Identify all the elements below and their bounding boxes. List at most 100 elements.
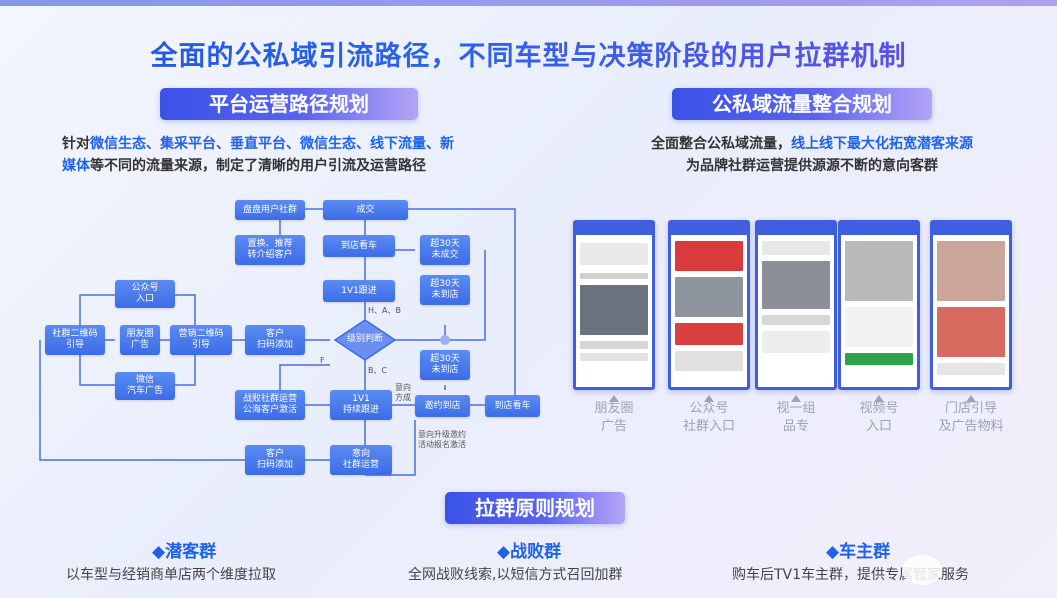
left-desc-highlight: 微信生态、集采平台、垂直平台、微信生态、线下流量、新 (90, 136, 454, 152)
phone-status-bar (933, 223, 1009, 235)
connector-line (39, 340, 245, 461)
flow-node-over30-novisit: 超30天 未到店 (420, 275, 470, 305)
left-desc-text: 针对 (62, 136, 90, 152)
operation-flow-diagram: 盘盘用户社群 成交 置换、推荐 转介绍客户 到店看车 超30天 未成交 1V1跟… (30, 190, 550, 490)
group-desc-defeat: 全网战败线索,以短信方式召回加群 (408, 567, 623, 583)
flow-node-over30-novisit-2: 超30天 未到店 (420, 350, 470, 380)
group-title-defeat: ◆战败群 (497, 542, 562, 562)
section-heading-operation: 平台运营路径规划 (160, 88, 418, 120)
connector-line (279, 364, 330, 390)
flow-node-marketing-qr: 营销二维码 引导 (170, 325, 232, 355)
phone-content-block (580, 353, 648, 361)
right-desc-text: 全面整合公私域流量， (651, 136, 791, 152)
phone-green-button (845, 353, 913, 365)
flow-node-scan-add-2: 客户 扫码添加 (245, 445, 305, 475)
caption-marker (874, 395, 884, 402)
phone-content-block (762, 315, 830, 325)
phone-store-photo (937, 241, 1005, 301)
phone-car-image (580, 285, 648, 335)
caption-marker (966, 395, 976, 402)
flow-label-hab: H、A、B (368, 306, 401, 315)
flow-node-1v1: 1V1跟进 (323, 280, 395, 302)
phone-content-block (762, 241, 830, 255)
flow-node-scan-add: 客户 扫码添加 (245, 325, 305, 355)
phone-content-block (675, 351, 743, 371)
right-desc-line2: 为品牌社群运营提供源源不断的意向客群 (686, 158, 938, 174)
connector-line (375, 250, 486, 341)
phone-status-bar (576, 223, 652, 235)
phone-car-image (762, 261, 830, 309)
phone-content-block (762, 331, 830, 353)
phone-screenshot-official-account (668, 220, 750, 390)
page-title: 全面的公私域引流路径，不同车型与决策阶段的用户拉群机制 (0, 34, 1057, 73)
flow-node-1v1-followup: 1V1 持续跟进 (330, 390, 392, 420)
right-description: 全面整合公私域流量，线上线下最大化拓宽潜客来源 为品牌社群运营提供源源不断的意向… (612, 133, 1012, 177)
phone-banner (675, 241, 743, 271)
flow-node-referral: 置换、推荐 转介绍客户 (235, 235, 305, 265)
flow-label-note: 意向升级邀约 活动报名激活 (418, 430, 466, 449)
flow-label-f: F (320, 356, 325, 365)
connector-line (175, 355, 196, 386)
phone-caption: 公众号 社群入口 (682, 401, 735, 434)
flow-node-wechat-ad: 微信 汽车广告 (115, 372, 175, 400)
phone-status-bar (671, 223, 747, 235)
left-description: 针对微信生态、集采平台、垂直平台、微信生态、线下流量、新 媒体等不同的流量来源，… (62, 133, 532, 177)
flow-node-moments-ad: 朋友圈 广告 (120, 325, 160, 355)
phone-screenshot-store (930, 220, 1012, 390)
phone-content-block (580, 341, 648, 349)
junction-dot (440, 335, 450, 345)
left-desc-text: 等不同的流量来源，制定了清晰的用户引流及运营路径 (90, 158, 426, 174)
connector-line (175, 294, 196, 330)
top-strip (0, 0, 1057, 6)
right-desc-line1: 全面整合公私域流量，线上线下最大化拓宽潜客来源 (612, 133, 1012, 155)
left-desc-highlight: 媒体 (62, 158, 90, 174)
phone-screenshot-moments (573, 220, 655, 390)
flow-node-invite-store: 邀约到店 (415, 395, 470, 417)
group-title-owner: ◆车主群 (826, 542, 891, 562)
phone-content-block (580, 273, 648, 279)
phone-caption: 门店引导 及广告物料 (938, 401, 1004, 434)
left-desc-line1: 针对微信生态、集采平台、垂直平台、微信生态、线下流量、新 (62, 133, 532, 155)
flow-node-community-qr: 社群二维码 引导 (45, 325, 105, 355)
connector-line (365, 420, 416, 476)
caption-marker (609, 395, 619, 402)
phone-screenshot-brand-zone (755, 220, 837, 390)
phone-caption: 视一组 品专 (776, 401, 816, 434)
phone-status-bar (758, 223, 834, 235)
flow-decision-label: 级别判断 (346, 334, 383, 344)
phone-caption: 视频号 入口 (859, 401, 899, 434)
flow-label-bc: B、C (368, 366, 388, 375)
phone-status-bar (841, 223, 917, 235)
phone-content-block (580, 243, 648, 265)
connector-line (79, 355, 115, 386)
section-heading-traffic: 公私域流量整合规划 (672, 88, 932, 120)
phone-poster (937, 307, 1005, 357)
decision-diamond (333, 319, 397, 361)
phone-content-block (845, 307, 913, 347)
group-desc-prospect: 以车型与经销商单店两个维度拉取 (66, 567, 276, 583)
connector-line (79, 294, 115, 330)
caption-marker (791, 395, 801, 402)
flow-label-intent: 意向 方成 (395, 383, 411, 402)
caption-marker (704, 395, 714, 402)
phone-content-block (937, 363, 1005, 375)
flow-node-official-account: 公众号 入口 (115, 280, 175, 308)
phone-caption: 朋友圈 广告 (594, 401, 634, 434)
flow-node-over30-nodeal: 超30天 未成交 (420, 235, 470, 265)
phone-banner (675, 323, 743, 345)
flow-node-deal: 成交 (323, 200, 408, 220)
flow-node-store-visit-2: 到店看车 (485, 395, 540, 417)
flow-node-community: 盘盘用户社群 (235, 200, 305, 220)
flow-node-store-visit: 到店看车 (323, 235, 395, 257)
phone-screenshot-video-account (838, 220, 920, 390)
flow-node-intent-community: 意向 社群运营 (330, 445, 392, 475)
right-desc-highlight: 线上线下最大化拓宽潜客来源 (791, 136, 973, 152)
left-desc-line2: 媒体等不同的流量来源，制定了清晰的用户引流及运营路径 (62, 155, 532, 177)
group-title-prospect: ◆潜客群 (152, 542, 217, 562)
connector-line (408, 208, 516, 410)
section-heading-rules: 拉群原则规划 (445, 492, 625, 524)
phone-content-block (845, 241, 913, 301)
flow-node-defeat-community: 战败社群运营 公海客户激活 (235, 390, 305, 420)
watermark-logo (902, 555, 942, 585)
phone-car-image (675, 277, 743, 317)
